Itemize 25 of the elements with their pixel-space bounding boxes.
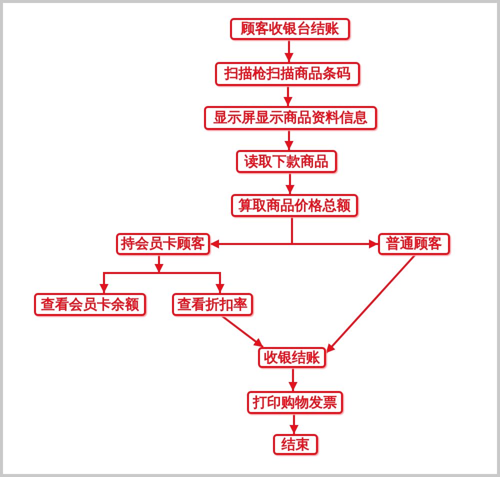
process-box: 算取商品价格总额 [231, 194, 358, 217]
process-box: 显示屏显示商品资料信息 [204, 106, 377, 130]
arrow [292, 240, 378, 248]
process-box: 普通顾客 [378, 233, 450, 255]
arrow [154, 255, 164, 273]
arrow [290, 414, 298, 434]
process-box: 持会员卡顾客 [116, 233, 210, 255]
arrow [284, 130, 294, 150]
arrow [159, 272, 224, 293]
process-box: 查看会员卡余额 [34, 293, 146, 316]
arrow [288, 368, 298, 391]
arrow [284, 86, 292, 106]
arrow [286, 173, 294, 194]
process-box: 打印购物发票 [247, 391, 343, 414]
arrow [284, 40, 294, 62]
process-box: 顾客收银台结账 [230, 18, 350, 40]
process-box: 结束 [273, 434, 318, 455]
process-box: 扫描枪扫描商品条码 [215, 62, 360, 86]
process-box: 收银结账 [258, 347, 326, 368]
arrow [221, 315, 264, 348]
process-box: 查看折扣率 [172, 293, 253, 316]
process-box: 读取下款商品 [236, 150, 337, 173]
arrow [210, 240, 292, 248]
arrow [100, 272, 159, 293]
arrow [325, 254, 416, 354]
